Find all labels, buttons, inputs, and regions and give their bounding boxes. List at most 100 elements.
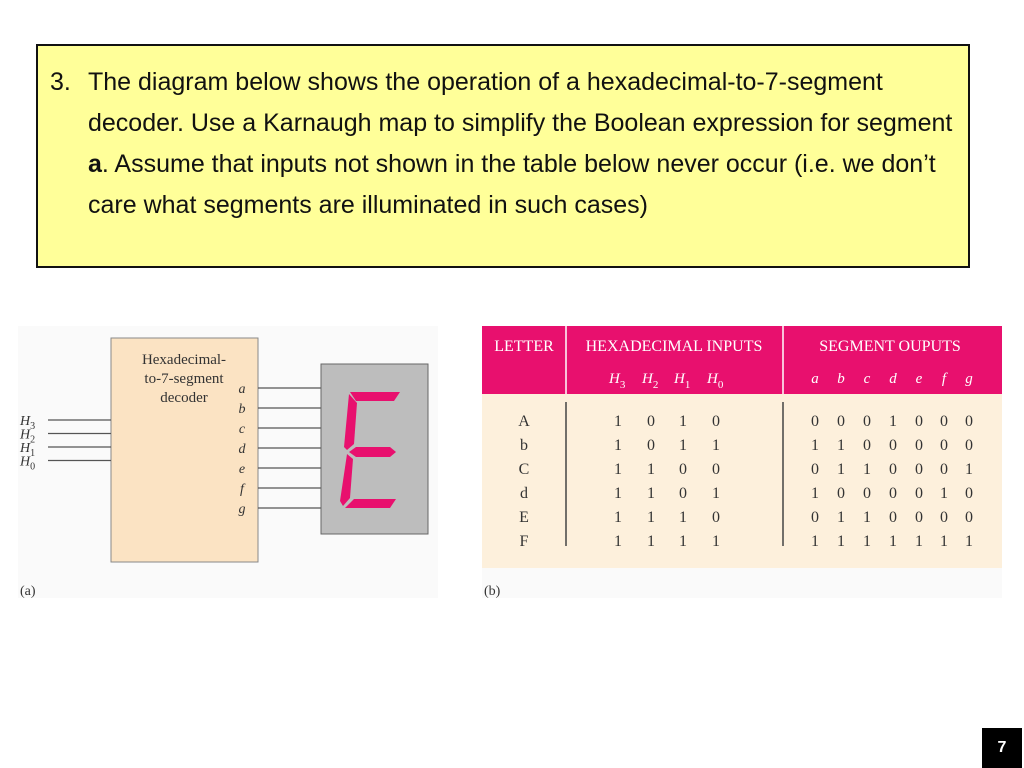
input-cell: 0: [647, 437, 655, 454]
output-cell: 0: [965, 485, 973, 502]
output-cell: 1: [965, 533, 973, 550]
output-cell: 0: [863, 413, 871, 430]
input-cell: 1: [712, 533, 720, 550]
input-cell: 1: [647, 509, 655, 526]
output-cell: 0: [965, 413, 973, 430]
output-cell: 0: [915, 437, 923, 454]
table-header-band: [482, 326, 1002, 394]
output-cell: 0: [837, 485, 845, 502]
input-cell: 1: [712, 437, 720, 454]
slide-number: 7: [982, 728, 1022, 768]
output-cell: 1: [837, 437, 845, 454]
output-cell: 1: [811, 485, 819, 502]
figure-a-caption: (a): [20, 584, 36, 598]
output-cell: 1: [837, 509, 845, 526]
input-cell: 0: [712, 413, 720, 430]
segment-d: [345, 499, 396, 508]
input-cell: 0: [712, 461, 720, 478]
question-text: The diagram below shows the operation of…: [88, 62, 963, 226]
output-cell: 0: [915, 413, 923, 430]
input-label-h3: H3: [19, 414, 35, 432]
output-cell: 0: [889, 509, 897, 526]
input-cell: 0: [712, 509, 720, 526]
input-cell: 1: [614, 533, 622, 550]
output-cell: 0: [837, 413, 845, 430]
input-cell: 1: [614, 437, 622, 454]
output-label-a: a: [239, 382, 246, 397]
output-column-c: c: [864, 371, 871, 387]
output-cell: 0: [965, 437, 973, 454]
question-number: 3.: [50, 68, 71, 96]
row-letter: b: [520, 437, 528, 454]
output-cell: 1: [863, 533, 871, 550]
output-cell: 1: [889, 533, 897, 550]
input-cell: 1: [647, 485, 655, 502]
decoder-label-line-1: Hexadecimal-: [142, 352, 226, 368]
decoder-label-line-2: to-7-segment: [144, 371, 224, 387]
decoder-label-line-3: decoder: [160, 390, 207, 406]
input-cell: 1: [679, 509, 687, 526]
output-cell: 0: [889, 437, 897, 454]
output-label-d: d: [239, 442, 247, 457]
input-cell: 1: [679, 437, 687, 454]
output-cell: 0: [965, 509, 973, 526]
output-cell: 0: [915, 509, 923, 526]
row-letter: A: [518, 413, 530, 430]
input-column-h0: H0: [706, 371, 724, 391]
segment-e: [340, 454, 353, 506]
row-letter: C: [519, 461, 530, 478]
input-cell: 1: [712, 485, 720, 502]
input-label-h0: H0: [19, 455, 35, 473]
input-column-h2: H2: [641, 371, 658, 391]
output-column-b: b: [837, 371, 845, 387]
output-cell: 1: [863, 509, 871, 526]
input-label-h1: H1: [19, 441, 35, 459]
output-label-b: b: [239, 402, 246, 417]
output-cell: 0: [863, 437, 871, 454]
figure-b-truth-table: LETTER HEXADECIMAL INPUTS SEGMENT OUPUTS…: [482, 326, 1002, 598]
table-body: [482, 394, 1002, 568]
output-cell: 0: [940, 509, 948, 526]
output-label-c: c: [239, 422, 246, 437]
output-column-d: d: [889, 371, 897, 387]
output-column-f: f: [942, 371, 948, 387]
question-bold-segment: a: [88, 150, 102, 178]
input-cell: 1: [647, 533, 655, 550]
output-cell: 1: [837, 533, 845, 550]
output-cell: 0: [811, 413, 819, 430]
display-letter-segments: E: [340, 392, 400, 508]
output-cell: 0: [940, 413, 948, 430]
output-cell: 1: [965, 461, 973, 478]
output-cell: 0: [915, 461, 923, 478]
header-letter: LETTER: [494, 338, 554, 355]
question-text-part2: . Assume that inputs not shown in the ta…: [88, 150, 936, 219]
row-letter: F: [520, 533, 529, 550]
header-hex-inputs: HEXADECIMAL INPUTS: [586, 338, 763, 355]
output-cell: 1: [837, 461, 845, 478]
row-letter: d: [520, 485, 528, 502]
output-cell: 0: [940, 437, 948, 454]
input-column-h1: H1: [673, 371, 690, 391]
input-column-h3: H3: [608, 371, 626, 391]
output-cell: 0: [940, 461, 948, 478]
input-cell: 1: [614, 485, 622, 502]
output-column-g: g: [965, 371, 973, 387]
input-cell: 1: [679, 413, 687, 430]
output-cell: 1: [915, 533, 923, 550]
output-cell: 0: [889, 485, 897, 502]
output-label-f: f: [240, 482, 246, 497]
output-cell: 0: [811, 461, 819, 478]
input-cell: 0: [647, 413, 655, 430]
decoder-block: [110, 337, 259, 563]
input-cell: 1: [647, 461, 655, 478]
row-letter: E: [519, 509, 529, 526]
output-label-g: g: [239, 502, 246, 517]
figure-a-decoder-diagram: Hexadecimal- to-7-segment decoder H3H2H1…: [18, 326, 438, 598]
output-label-e: e: [239, 462, 245, 477]
output-column-e: e: [916, 371, 923, 387]
